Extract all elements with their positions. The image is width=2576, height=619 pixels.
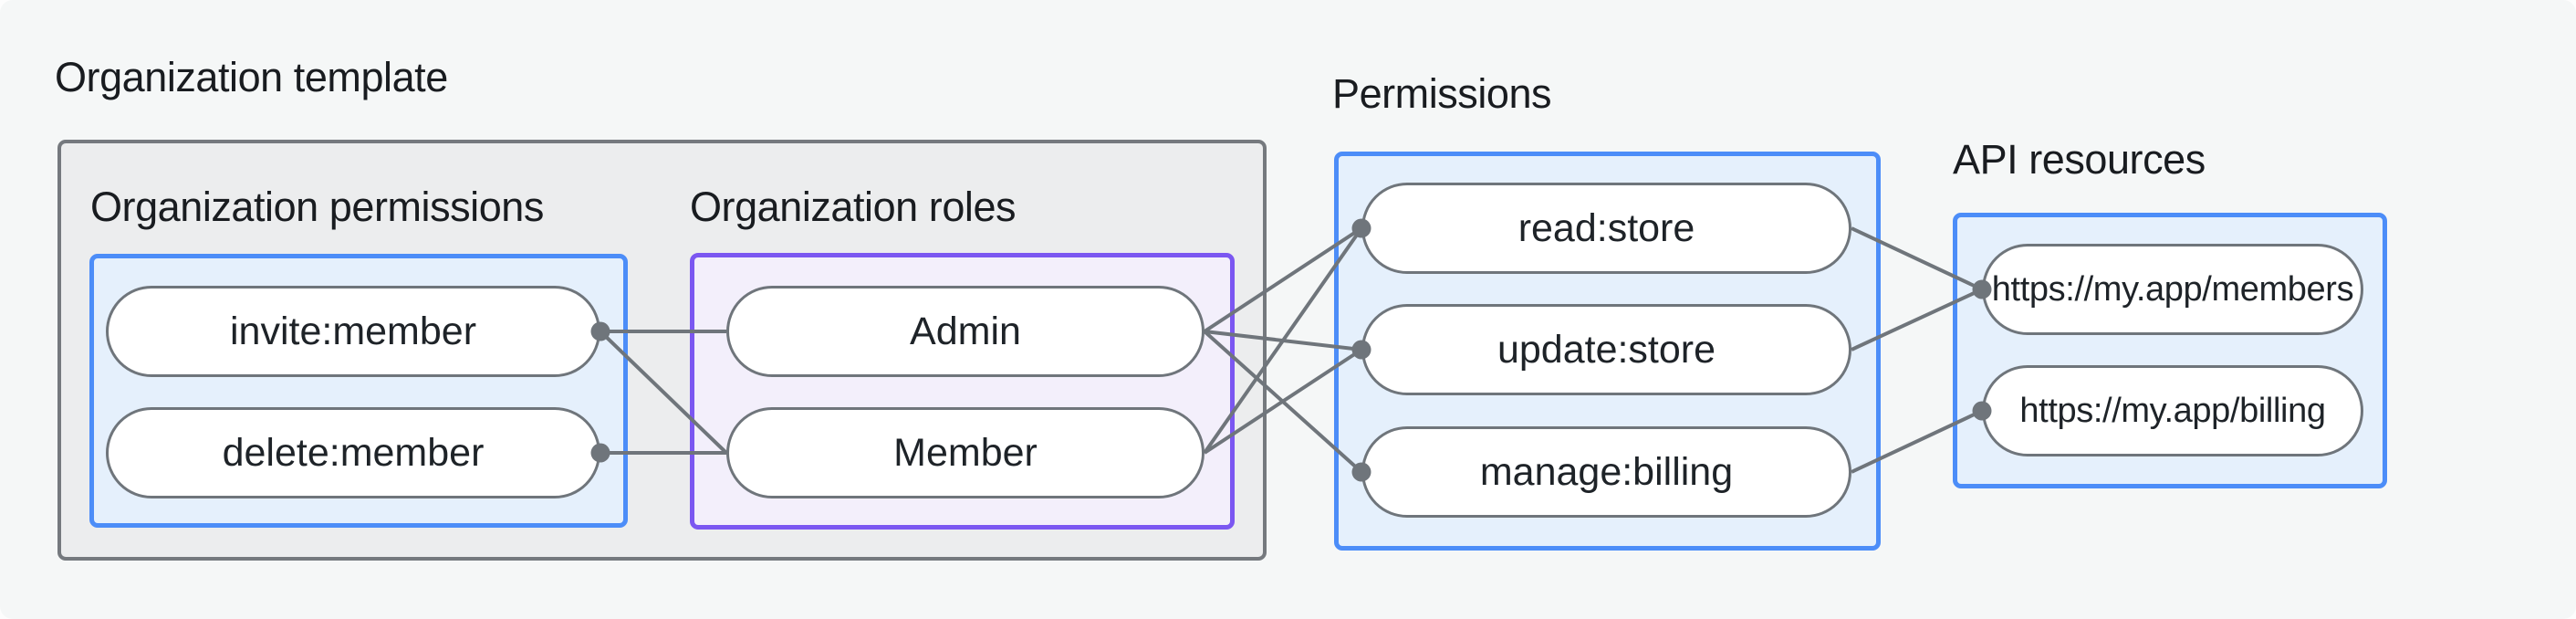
node-delete-member-label: delete:member bbox=[222, 430, 485, 475]
organization-permissions-label: Organization permissions bbox=[90, 184, 544, 230]
node-member: Member bbox=[726, 407, 1205, 498]
node-update-store: update:store bbox=[1361, 304, 1851, 395]
node-delete-member: delete:member bbox=[106, 407, 600, 498]
node-admin: Admin bbox=[726, 286, 1205, 377]
organization-template-label: Organization template bbox=[55, 54, 448, 100]
node-read-store: read:store bbox=[1361, 183, 1851, 274]
node-read-store-label: read:store bbox=[1517, 205, 1695, 250]
node-billing-api-resource: https://my.app/billing bbox=[1982, 365, 2363, 456]
node-billing-api-label: https://my.app/billing bbox=[2019, 392, 2326, 430]
node-members-api-label: https://my.app/members bbox=[1991, 270, 2354, 309]
node-update-store-label: update:store bbox=[1497, 327, 1716, 372]
node-manage-billing-label: manage:billing bbox=[1479, 449, 1734, 494]
node-member-label: Member bbox=[893, 430, 1038, 475]
permissions-label: Permissions bbox=[1332, 70, 1552, 117]
organization-roles-label: Organization roles bbox=[690, 184, 1017, 230]
node-invite-member-label: invite:member bbox=[229, 309, 477, 353]
node-manage-billing: manage:billing bbox=[1361, 426, 1851, 518]
node-admin-label: Admin bbox=[910, 309, 1021, 353]
node-members-api-resource: https://my.app/members bbox=[1982, 244, 2363, 335]
api-resources-label: API resources bbox=[1953, 136, 2206, 183]
node-invite-member: invite:member bbox=[106, 286, 600, 377]
